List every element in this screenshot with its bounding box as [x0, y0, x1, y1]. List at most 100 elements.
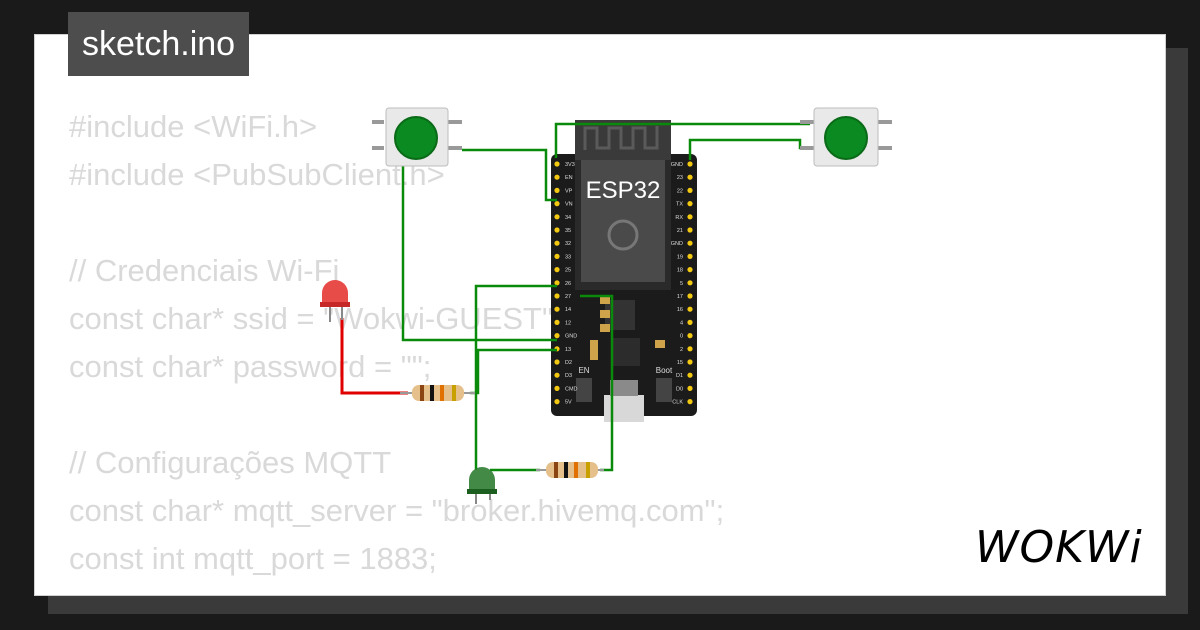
pin-label: 23: [677, 175, 683, 181]
usb-port: [604, 395, 644, 422]
pin-4[interactable]: [687, 319, 693, 325]
pin-d2[interactable]: [554, 359, 560, 365]
pin-label: GND: [671, 162, 683, 168]
pin-label: 21: [677, 228, 683, 234]
code-line: const char* ssid = "Wokwi-GUEST";: [69, 301, 562, 336]
pin-32[interactable]: [554, 240, 560, 246]
pin-17[interactable]: [687, 293, 693, 299]
pin-27[interactable]: [554, 293, 560, 299]
pin-label: 2: [680, 347, 683, 353]
pin-d0[interactable]: [687, 385, 693, 391]
pin-21[interactable]: [687, 227, 693, 233]
pin-label: 32: [565, 241, 571, 247]
en-button-label: EN: [578, 366, 589, 375]
pin-25[interactable]: [554, 267, 560, 273]
pin-label: 17: [677, 294, 683, 300]
pin-15[interactable]: [687, 359, 693, 365]
pin-label: D3: [565, 373, 572, 379]
wokwi-logo: WOKWi: [975, 522, 1143, 573]
pin-label: TX: [676, 202, 683, 208]
pin-label: VP: [565, 188, 573, 194]
pin-label: 27: [565, 294, 571, 300]
pin-label: 0: [680, 334, 683, 340]
pin-label: 5V: [565, 400, 572, 406]
pin-label: 13: [565, 347, 571, 353]
pin-label: D0: [676, 386, 683, 392]
code-line: // Credenciais Wi-Fi: [69, 253, 340, 288]
pin-label: 14: [565, 307, 571, 313]
pin-gnd[interactable]: [687, 240, 693, 246]
pin-23[interactable]: [687, 174, 693, 180]
pin-label: 15: [677, 360, 683, 366]
pin-d3[interactable]: [554, 372, 560, 378]
pin-label: VN: [565, 202, 573, 208]
pin-label: 19: [677, 254, 683, 260]
pin-35[interactable]: [554, 227, 560, 233]
code-line: const char* mqtt_server = "broker.hivemq…: [69, 493, 725, 528]
resistor-green-led[interactable]: [536, 462, 604, 478]
code-line: // Configurações MQTT: [69, 445, 392, 480]
pin-34[interactable]: [554, 214, 560, 220]
led-green[interactable]: [467, 467, 497, 504]
pin-label: GND: [671, 241, 683, 247]
pin-label: 3V3: [565, 162, 575, 168]
board-label: ESP32: [586, 177, 661, 204]
pin-5v[interactable]: [554, 399, 560, 405]
pushbutton-left[interactable]: [372, 107, 462, 167]
pin-label: 26: [565, 281, 571, 287]
pin-label: 16: [677, 307, 683, 313]
pin-d1[interactable]: [687, 372, 693, 378]
pin-label: 4: [680, 320, 683, 326]
code-line: const int mqtt_port = 1883;: [69, 541, 437, 576]
pin-18[interactable]: [687, 267, 693, 273]
pin-label: D1: [676, 373, 683, 379]
pin-26[interactable]: [554, 280, 560, 286]
file-tab[interactable]: sketch.ino: [68, 12, 250, 76]
pin-vn[interactable]: [554, 201, 560, 207]
pin-cmd[interactable]: [554, 385, 560, 391]
pin-label: GND: [565, 334, 577, 340]
pin-label: 18: [677, 268, 683, 274]
pin-label: 12: [565, 320, 571, 326]
pin-rx[interactable]: [687, 214, 693, 220]
resistor-red-led[interactable]: [400, 385, 475, 401]
pin-label: 34: [565, 215, 571, 221]
led-red[interactable]: [320, 280, 350, 322]
pin-5[interactable]: [687, 280, 693, 286]
espressif-logo-icon: [607, 219, 639, 251]
pin-33[interactable]: [554, 253, 560, 259]
pin-clk[interactable]: [687, 399, 693, 405]
pin-label: 35: [565, 228, 571, 234]
pin-3v3[interactable]: [554, 161, 560, 167]
pin-gnd[interactable]: [687, 161, 693, 167]
pin-2[interactable]: [687, 346, 693, 352]
pin-22[interactable]: [687, 187, 693, 193]
wires: [340, 122, 810, 472]
pin-vp[interactable]: [554, 187, 560, 193]
pin-en[interactable]: [554, 174, 560, 180]
pin-gnd[interactable]: [554, 333, 560, 339]
boot-button-label: Boot: [656, 366, 673, 375]
pushbutton-right[interactable]: [800, 107, 892, 167]
pin-label: 33: [565, 254, 571, 260]
esp32-board[interactable]: ESP32 EN Boot 3V3ENVPVN34353233252627141…: [551, 120, 697, 422]
boot-button[interactable]: [656, 378, 672, 402]
pin-tx[interactable]: [687, 201, 693, 207]
code-line: #include <WiFi.h>: [69, 109, 318, 144]
pin-12[interactable]: [554, 319, 560, 325]
pin-label: 5: [680, 281, 683, 287]
pin-19[interactable]: [687, 253, 693, 259]
pin-label: 25: [565, 268, 571, 274]
pin-0[interactable]: [687, 333, 693, 339]
code-editor: #include <WiFi.h>#include <PubSubClient.…: [69, 103, 800, 595]
pin-label: CMD: [565, 386, 578, 392]
pin-label: 22: [677, 188, 683, 194]
pin-label: D2: [565, 360, 572, 366]
pin-14[interactable]: [554, 306, 560, 312]
pin-16[interactable]: [687, 306, 693, 312]
left-pin-header: 3V3ENVPVN343532332526271412GND13D2D3CMD5…: [554, 161, 578, 406]
pin-label: CLK: [672, 400, 683, 406]
en-button[interactable]: [576, 378, 592, 402]
